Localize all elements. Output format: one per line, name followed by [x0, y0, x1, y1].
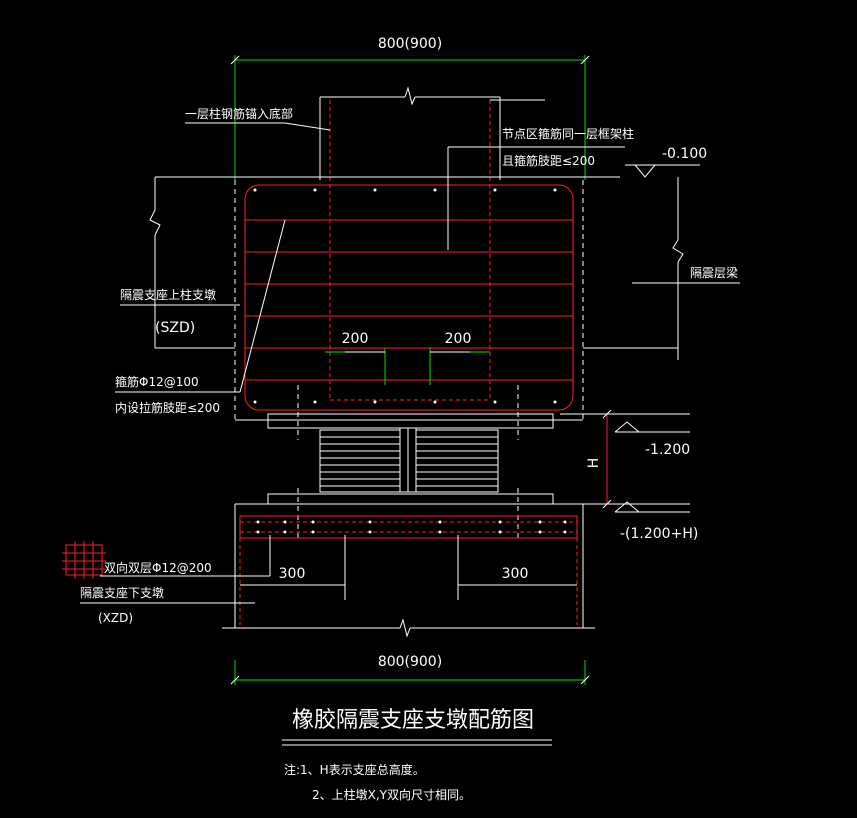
- bottom-dimension: 800(900): [230, 654, 590, 685]
- isolation-beam-note: 隔震层梁: [632, 265, 740, 284]
- drawing-title: 橡胶隔震支座支墩配筋图: [282, 708, 552, 746]
- title-label: 橡胶隔震支座支墩配筋图: [292, 708, 534, 733]
- upper-pier-note: 隔震支座上柱支墩 (SZD): [120, 287, 240, 336]
- upper-column: [319, 86, 501, 401]
- upper-pier-code: (SZD): [155, 320, 195, 336]
- elevation-top: -0.100: [625, 146, 707, 178]
- lower-pier-label: 隔震支座下支墩: [80, 585, 164, 600]
- isolation-beam-label: 隔震层梁: [690, 265, 738, 280]
- stirrup-line2: 内设拉筋肢距≤200: [115, 400, 220, 415]
- elevation-bottom: -(1.200+H): [560, 501, 698, 542]
- elevation-bottom-label: -(1.200+H): [620, 526, 698, 542]
- note-line1: 注:1、H表示支座总高度。: [284, 762, 425, 777]
- lower-pier-note: 隔震支座下支墩 (XZD): [80, 585, 255, 625]
- mesh-note-label: 双向双层Φ12@200: [104, 560, 212, 575]
- node-note: 节点区箍筋同一层框架柱 且箍筋肢距≤200: [447, 99, 634, 250]
- elevation-middle-label: -1.200: [645, 442, 690, 458]
- elevation-middle: -1.200: [560, 413, 690, 458]
- bottom-width-label: 800(900): [378, 654, 442, 670]
- height-dimension: H: [586, 409, 612, 509]
- node-note-line2: 且箍筋肢距≤200: [502, 153, 595, 168]
- stirrup-lines: [245, 219, 573, 381]
- note-line2: 2、上柱墩X,Y双向尺寸相同。: [312, 787, 471, 802]
- stirrup-note: 箍筋Φ12@100 内设拉筋肢距≤200: [115, 219, 286, 415]
- upper-pier: 200 200: [149, 176, 684, 421]
- upper-pier-label: 隔震支座上柱支墩: [120, 287, 216, 302]
- stirrup-line1: 箍筋Φ12@100: [115, 374, 199, 389]
- spacing-right-label: 200: [445, 331, 472, 347]
- lower-pier: 300 300: [222, 503, 595, 638]
- rebar-mesh-icon: [62, 541, 106, 579]
- notes: 注:1、H表示支座总高度。 2、上柱墩X,Y双向尺寸相同。: [284, 762, 471, 802]
- rebar-dots: [253, 188, 557, 404]
- spacing-left-label: 200: [342, 331, 369, 347]
- lower-left-label: 300: [279, 566, 306, 582]
- top-width-label: 800(900): [378, 36, 442, 52]
- isolation-bearing: [267, 385, 554, 540]
- lower-pier-code: (XZD): [98, 611, 133, 625]
- top-dimension: 800(900): [230, 36, 590, 180]
- mesh-note: 双向双层Φ12@200: [62, 535, 271, 579]
- height-symbol-label: H: [586, 458, 602, 469]
- anchor-note-label: 一层柱钢筋锚入底部: [185, 106, 293, 121]
- elevation-top-label: -0.100: [662, 146, 707, 162]
- anchor-note: 一层柱钢筋锚入底部: [185, 106, 331, 131]
- lower-right-label: 300: [502, 566, 529, 582]
- node-note-line1: 节点区箍筋同一层框架柱: [502, 126, 634, 141]
